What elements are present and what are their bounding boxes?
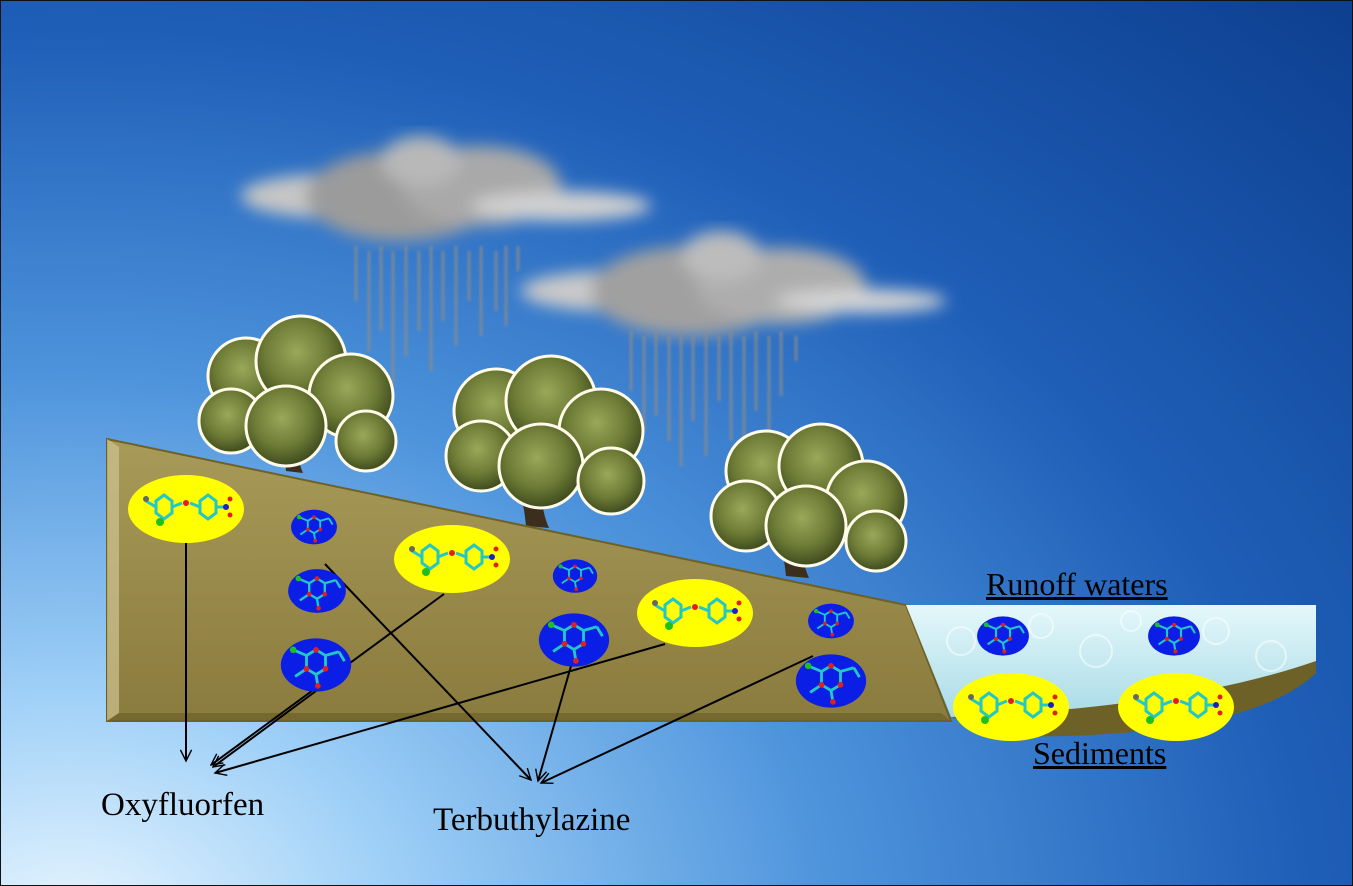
terbuthylazine-molecule-icon: [976, 615, 1030, 657]
terbuthylazine-molecule-icon: [551, 558, 599, 594]
arrow: [538, 665, 572, 781]
oxyfluorfen-molecule-icon: [1116, 671, 1236, 743]
oxyfluorfen-molecule-icon: [635, 577, 755, 649]
terbuthylazine-molecule-icon: [290, 508, 338, 546]
arrow: [215, 643, 666, 773]
sediments-label: Sediments: [1033, 735, 1167, 771]
terbuthylazine-molecule-icon: [279, 636, 353, 694]
terbuthylazine-molecule-icon: [807, 602, 855, 640]
arrow: [213, 690, 317, 767]
oxyfluorfen-label: Oxyfluorfen: [101, 787, 265, 823]
terbuthylazine-molecule-icon: [1147, 615, 1201, 657]
oxyfluorfen-molecule-icon: [951, 671, 1071, 743]
terbuthylazine-molecule-icon: [286, 567, 348, 615]
arrow: [541, 655, 814, 783]
terbuthylazine-molecule-icon: [537, 611, 611, 669]
oxyfluorfen-molecule-icon: [126, 473, 246, 545]
rain-cloud-icon: [521, 231, 946, 471]
terbuthylazine-molecule-icon: [794, 652, 868, 710]
rain-cloud-icon: [241, 136, 651, 386]
olive-tree-icon: [197, 314, 398, 473]
olive-tree-icon: [444, 354, 646, 528]
terbuthylazine-label: Terbuthylazine: [433, 802, 631, 838]
olive-tree-icon: [709, 422, 908, 578]
runoff-waters-label: Runoff waters: [986, 566, 1168, 602]
oxyfluorfen-molecule-icon: [392, 523, 512, 595]
arrow: [324, 563, 531, 780]
